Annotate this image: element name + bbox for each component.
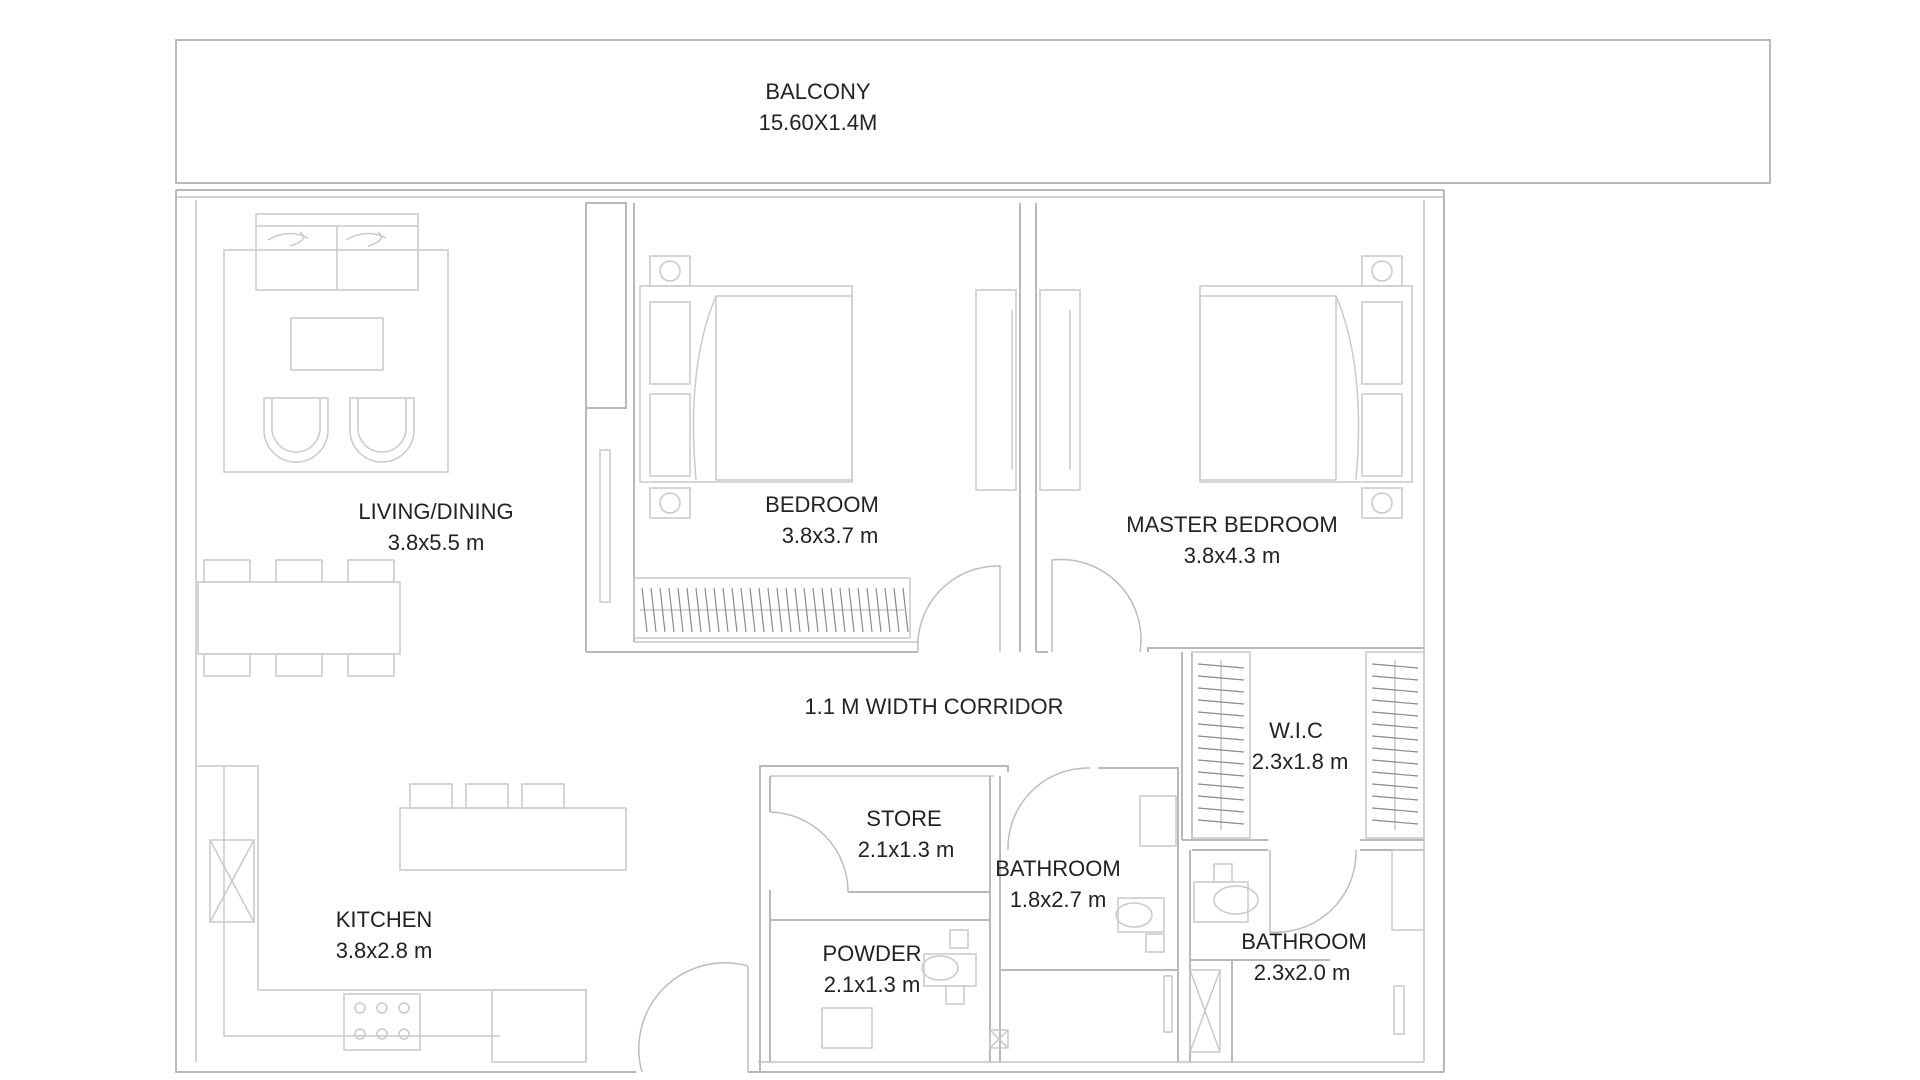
wardrobe-hanger [677,587,684,633]
wardrobe-hanger [1197,795,1245,801]
wardrobe-hanger [1197,747,1245,753]
wardrobe-hanger [830,587,837,633]
bedroom-furniture [599,255,1017,639]
wardrobe-hanger [794,587,801,633]
wardrobe-hanger [1197,819,1245,825]
wardrobe-hanger [812,587,819,633]
wardrobe-hanger [1371,687,1419,693]
wardrobe-hanger [803,587,810,633]
bathroom-2-size-label: 2.3x2.0 m [1254,960,1351,985]
balcony-name-label: BALCONY [765,79,870,104]
bathroom-1-name-label: BATHROOM [995,856,1120,881]
powder-name-label: POWDER [823,941,922,966]
wardrobe-hanger [695,587,702,633]
wardrobe-hanger [1371,699,1419,705]
living-dining-name-label: LIVING/DINING [358,499,513,524]
wardrobe-hanger [1197,807,1245,813]
wardrobe-hanger [866,587,873,633]
wardrobe-hanger [1371,807,1419,813]
wardrobe-hanger [1371,759,1419,765]
wardrobe-hanger [1371,711,1419,717]
living-dining-size-label: 3.8x5.5 m [388,530,485,555]
wardrobe-hanger [893,587,900,633]
wardrobe-hanger [1197,699,1245,705]
wardrobe-hanger [839,587,846,633]
wardrobe-hanger [1197,687,1245,693]
bedroom-name-label: BEDROOM [765,492,879,517]
wardrobe-hanger [902,587,909,633]
corridor-label: 1.1 M WIDTH CORRIDOR [804,694,1063,719]
wardrobe-hanger [713,587,720,633]
outer-walls [175,190,1445,1073]
kitchen-size-label: 3.8x2.8 m [336,938,433,963]
master-bedroom-name-label: MASTER BEDROOM [1126,512,1337,537]
living-furniture [197,213,449,677]
wardrobe-hanger [776,587,783,633]
wardrobe-hanger [1371,819,1419,825]
wardrobe-hanger [641,587,648,633]
wic-name-label: W.I.C [1269,718,1323,743]
kitchen-furniture [196,765,627,1063]
wardrobe-hanger [1197,675,1245,681]
wardrobe-hanger [875,587,882,633]
wardrobe-hanger [821,587,828,633]
wardrobe-hanger [1371,783,1419,789]
wardrobe-hanger [1197,759,1245,765]
master-bedroom-size-label: 3.8x4.3 m [1184,543,1281,568]
wardrobe-hanger [1371,735,1419,741]
wardrobe-hanger [650,587,657,633]
wardrobe-hanger [1197,771,1245,777]
kitchen-name-label: KITCHEN [336,907,433,932]
wardrobe-hanger [1371,771,1419,777]
wardrobe-hanger [767,587,774,633]
wardrobe-hanger [1197,783,1245,789]
wardrobe-hanger [857,587,864,633]
wardrobe-hanger [686,587,693,633]
store-size-label: 2.1x1.3 m [858,837,955,862]
wardrobe-hanger [1197,735,1245,741]
wic-furniture [1191,651,1425,931]
wardrobe-hanger [758,587,765,633]
wardrobe-hanger [785,587,792,633]
wardrobe-hanger [1371,795,1419,801]
wardrobe-hanger [848,587,855,633]
master-bedroom-furniture [1039,255,1413,519]
balcony-area [175,39,1771,198]
wardrobe-hanger [1197,711,1245,717]
balcony-size-label: 15.60X1.4M [759,110,878,135]
wardrobe-hanger [668,587,675,633]
room-labels: BALCONY 15.60X1.4M LIVING/DINING 3.8x5.5… [336,79,1367,997]
wardrobe-hanger [1371,723,1419,729]
wardrobe-hanger [1371,663,1419,669]
wardrobe-hanger [704,587,711,633]
bedroom-size-label: 3.8x3.7 m [782,523,879,548]
bathroom-2-name-label: BATHROOM [1241,929,1366,954]
wardrobe-hanger [1371,675,1419,681]
wardrobe-hanger [731,587,738,633]
doors [638,558,1357,1073]
store-name-label: STORE [866,806,941,831]
wardrobe-hanger [722,587,729,633]
powder-size-label: 2.1x1.3 m [824,972,921,997]
wardrobe-hanger [1197,723,1245,729]
wardrobe-hanger [1371,747,1419,753]
bathroom-1-size-label: 1.8x2.7 m [1010,887,1107,912]
wardrobe-hanger [659,587,666,633]
bathroom-fixtures [821,795,1405,1053]
wardrobe-hanger [749,587,756,633]
wardrobe-hanger [884,587,891,633]
wardrobe-hanger [740,587,747,633]
wic-size-label: 2.3x1.8 m [1252,749,1349,774]
wardrobe-hanger [1197,663,1245,669]
